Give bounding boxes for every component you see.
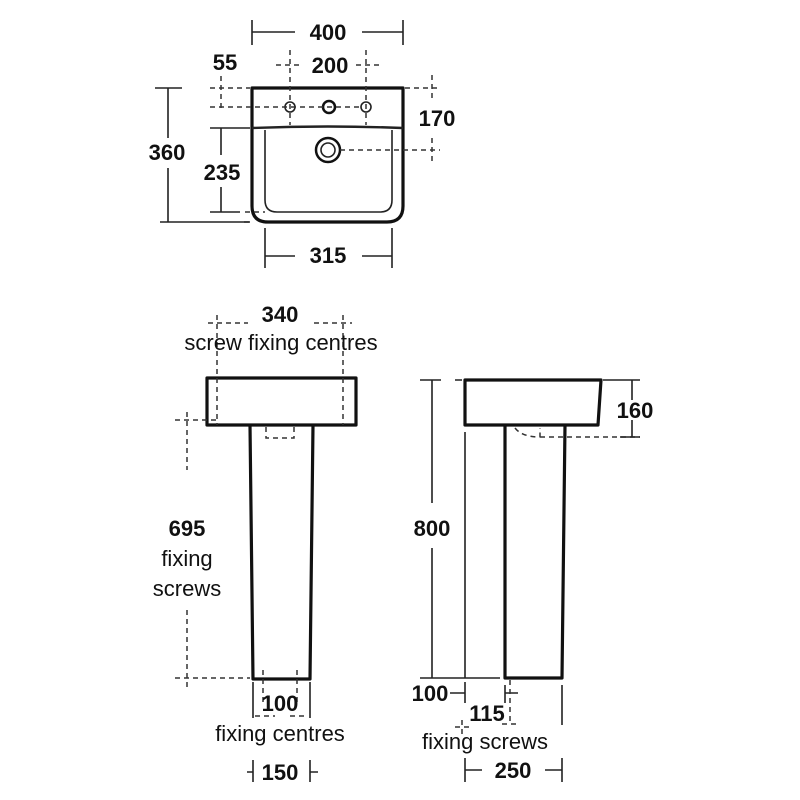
dim-tap-offset: 55 — [213, 50, 237, 75]
dim-bowl-depth: 235 — [204, 160, 241, 185]
side-view: 800 160 100 115 fixing screws 250 — [412, 378, 654, 783]
dim-line-400 — [251, 20, 404, 45]
basin-side-outline — [463, 378, 603, 427]
plan-view: 400 200 55 360 235 170 315 — [149, 20, 456, 268]
centre-lines — [210, 50, 440, 223]
basin-bowl-outline — [264, 130, 393, 213]
screw-centre-lines — [455, 680, 518, 735]
basin-rim-line — [251, 125, 404, 130]
dim-waste-offset: 170 — [419, 106, 456, 131]
dim-bowl-width: 315 — [310, 243, 347, 268]
basin-front-outline — [205, 376, 358, 427]
basin-plan-outline — [250, 86, 405, 224]
dim-line-160 — [603, 379, 640, 438]
dim-overall-height: 800 — [414, 516, 451, 541]
waste-trap-hidden — [265, 427, 295, 439]
pedestal-side-outline — [503, 424, 567, 680]
dim-screw-offset: 115 — [469, 701, 505, 726]
label-fixing: fixing — [161, 546, 212, 571]
dim-pedestal-base-width: 150 — [262, 760, 299, 785]
waste-trap-hidden — [514, 427, 640, 438]
dim-line-315 — [264, 228, 393, 268]
dim-pedestal-fixing-centres: 100 — [262, 691, 299, 716]
label-screw-fixing-centres: screw fixing centres — [184, 330, 377, 355]
dim-screw-centres: 340 — [262, 302, 299, 327]
dim-basin-height: 160 — [617, 398, 654, 423]
screw-centre-lines — [175, 315, 352, 717]
dim-screw-height: 100 — [412, 681, 449, 706]
dim-pedestal-depth: 250 — [495, 758, 532, 783]
front-view: 340 screw fixing centres 695 fixing scre… — [153, 302, 378, 785]
dim-line-360 — [155, 87, 250, 223]
label-screws: screws — [153, 576, 221, 601]
dim-line-800 — [420, 379, 500, 679]
label-fixing-screws: fixing screws — [422, 729, 548, 754]
dim-line-100-115 — [450, 682, 518, 703]
pedestal-front-outline — [248, 424, 315, 681]
dim-fixing-screws-height: 695 — [169, 516, 206, 541]
dim-line-250 — [464, 685, 563, 782]
tap-hole-icon — [360, 101, 372, 113]
waste-outlet-icon — [314, 136, 342, 164]
dim-line-235 — [210, 127, 250, 213]
dim-overall-depth: 360 — [149, 140, 186, 165]
label-fixing-centres: fixing centres — [215, 721, 345, 746]
dim-line-150 — [247, 682, 318, 782]
dim-tap-centres: 200 — [312, 53, 349, 78]
dim-overall-width: 400 — [310, 20, 347, 45]
